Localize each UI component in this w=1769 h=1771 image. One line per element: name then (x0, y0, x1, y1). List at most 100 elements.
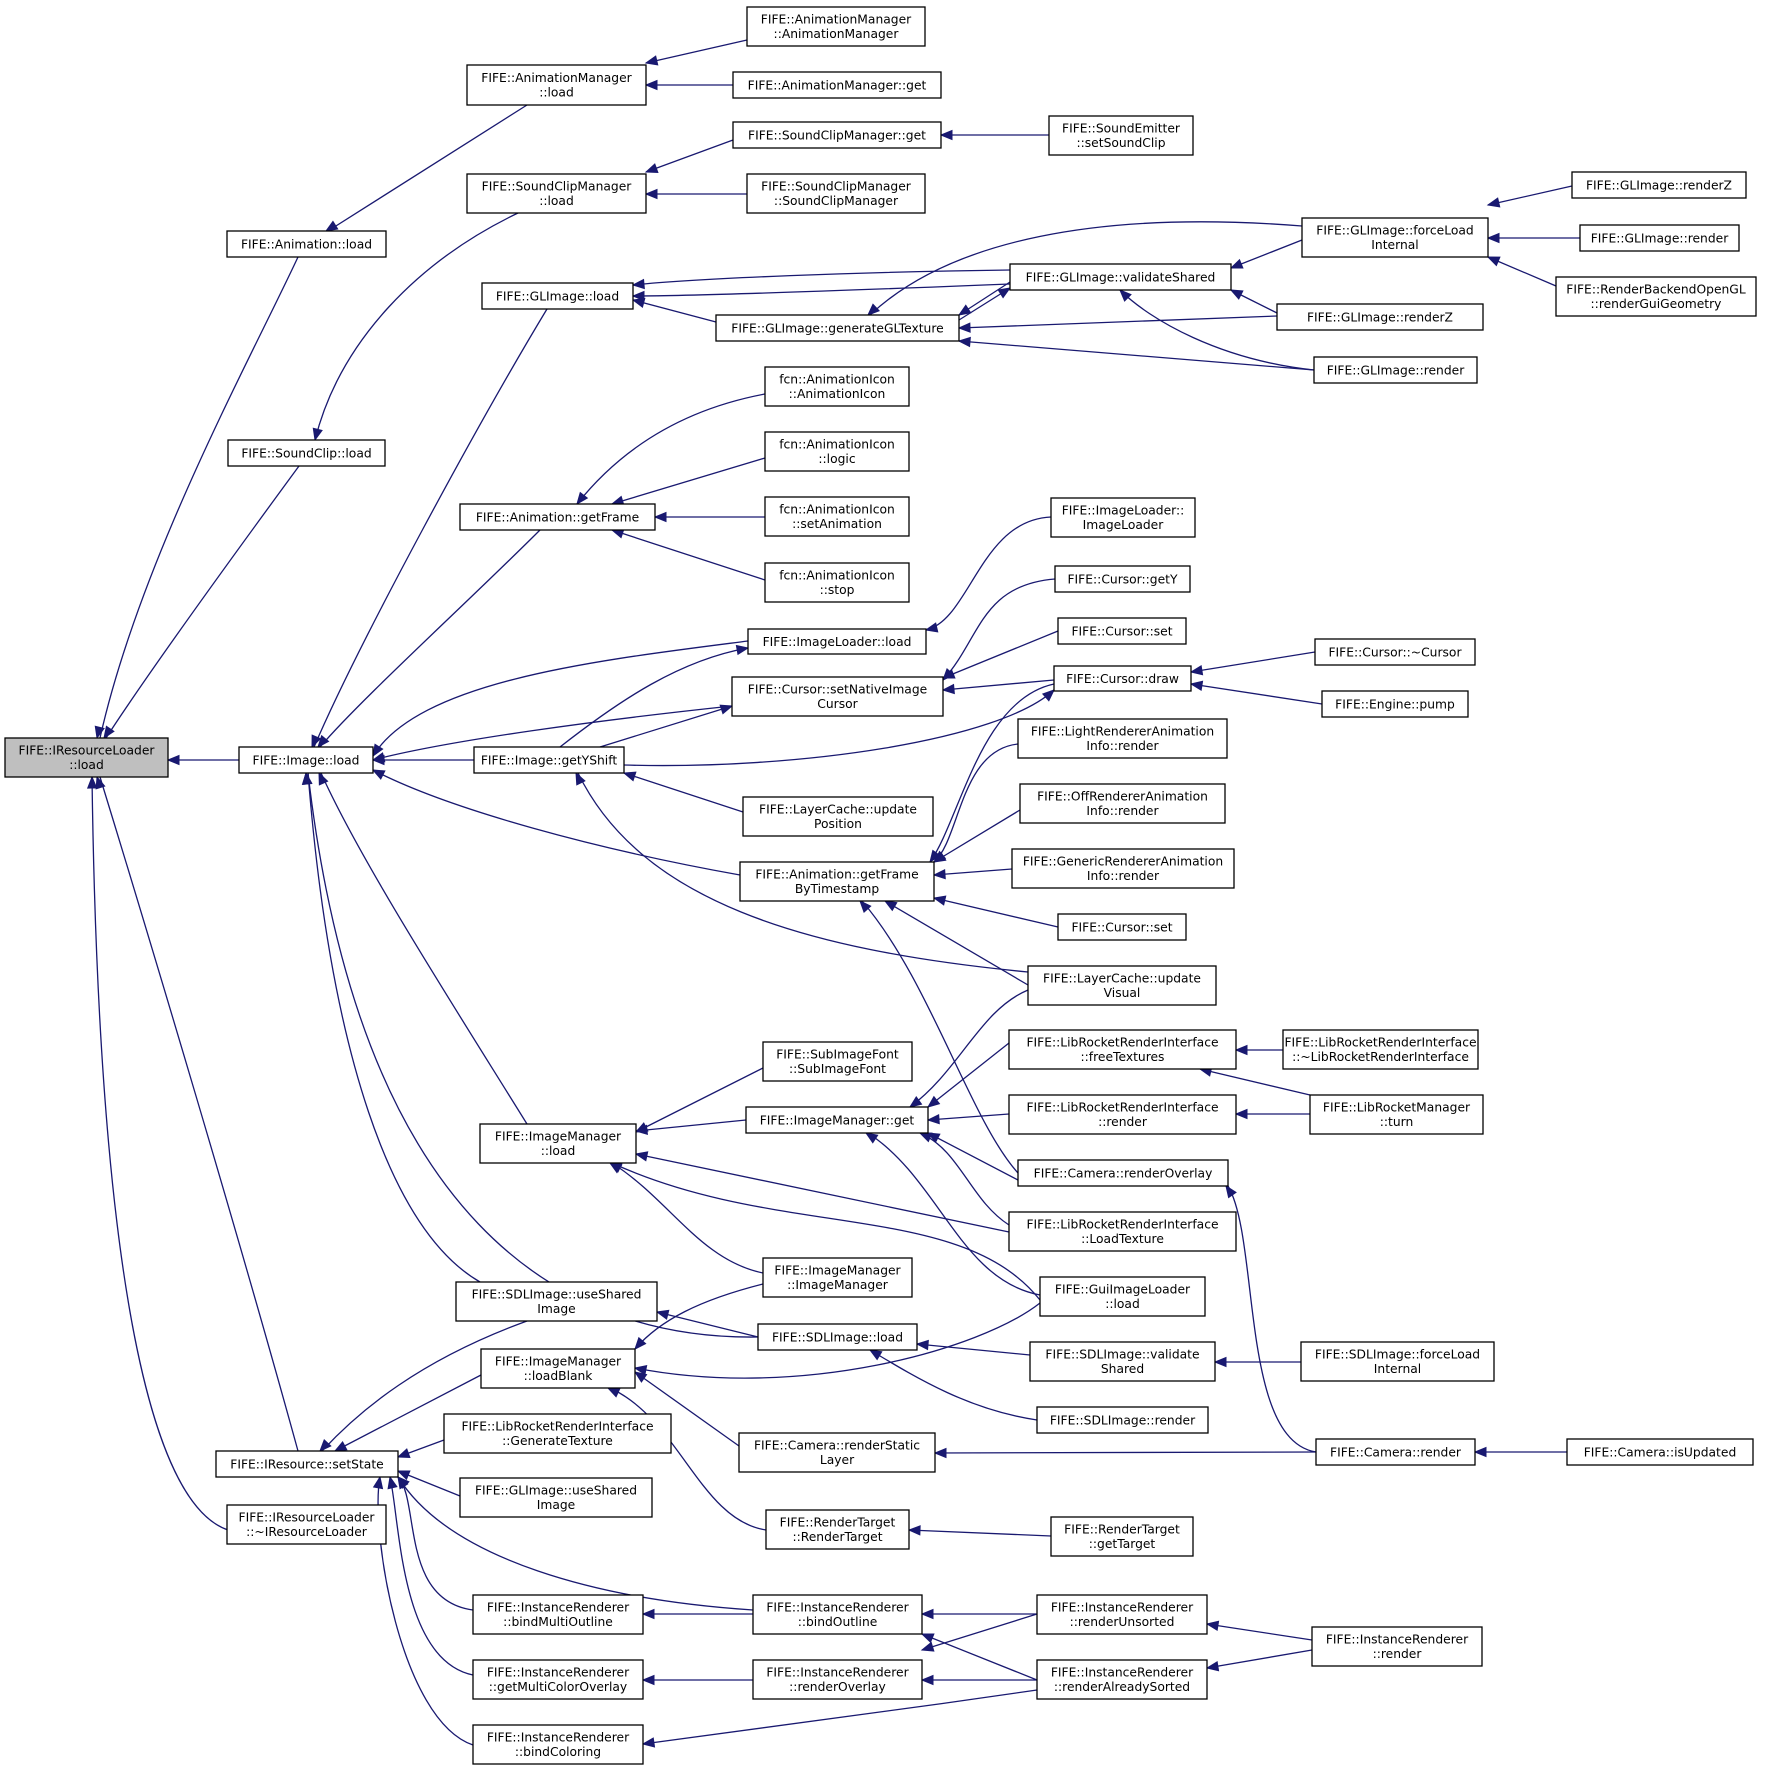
function-node[interactable]: FIFE::RenderBackendOpenGL::renderGuiGeom… (1555, 276, 1757, 317)
function-node[interactable]: FIFE::SDLImage::render (1036, 1406, 1209, 1434)
edge-n12-to-n11 (631, 297, 717, 323)
function-node[interactable]: FIFE::ImageManager::get (745, 1106, 929, 1134)
function-node[interactable]: FIFE::SoundClipManager::get (732, 121, 942, 149)
function-node[interactable]: fcn::AnimationIcon::stop (764, 562, 910, 603)
function-node[interactable]: FIFE::Animation::getFrame (459, 503, 656, 531)
arrowhead (94, 725, 105, 740)
function-node[interactable]: FIFE::AnimationManager::get (732, 71, 942, 99)
function-node[interactable]: FIFE::Cursor::getY (1054, 565, 1191, 593)
node-box (443, 1413, 672, 1454)
function-node[interactable]: FIFE::Image::getYShift (473, 746, 625, 774)
function-node[interactable]: FIFE::SoundEmitter::setSoundClip (1048, 115, 1194, 156)
function-node[interactable]: FIFE::InstanceRenderer::renderUnsorted (1036, 1594, 1208, 1635)
node-label: ::AnimationIcon (789, 387, 886, 401)
function-node[interactable]: FIFE::Animation::load (226, 230, 387, 258)
function-node[interactable]: FIFE::ImageManager::loadBlank (480, 1348, 636, 1389)
function-node[interactable]: FIFE::AnimationManager::load (466, 64, 647, 106)
function-node[interactable]: FIFE::Camera::renderOverlay (1017, 1159, 1229, 1187)
function-node[interactable]: FIFE::SoundClipManager::SoundClipManager (746, 173, 926, 214)
function-node[interactable]: FIFE::Engine::pump (1321, 690, 1469, 718)
function-node[interactable]: FIFE::ImageManager::load (479, 1123, 637, 1164)
function-node[interactable]: fcn::AnimationIcon::logic (764, 431, 910, 472)
function-node[interactable]: FIFE::IResourceLoader::~IResourceLoader (226, 1504, 387, 1545)
arrowhead (641, 1674, 655, 1686)
node-box (764, 431, 910, 472)
function-node[interactable]: fcn::AnimationIcon::AnimationIcon (764, 366, 910, 407)
function-node[interactable]: fcn::AnimationIcon::setAnimation (764, 496, 910, 537)
function-node[interactable]: FIFE::RenderTarget::getTarget (1050, 1516, 1194, 1557)
arrowhead (859, 900, 872, 914)
node-label: fcn::AnimationIcon (779, 569, 895, 583)
edge-n49-to-n41 (634, 1151, 1010, 1233)
function-node[interactable]: FIFE::GLImage::validateShared (1009, 263, 1232, 291)
node-box (1053, 665, 1192, 692)
function-node[interactable]: FIFE::InstanceRenderer::renderOverlay (752, 1659, 923, 1700)
function-node[interactable]: FIFE::Cursor::~Cursor (1314, 638, 1476, 666)
edge-n25-to-n10 (372, 640, 749, 758)
function-node[interactable]: FIFE::Cursor::set (1057, 617, 1187, 645)
function-node[interactable]: FIFE::Camera::isUpdated (1566, 1438, 1754, 1466)
function-node[interactable]: FIFE::LibRocketManager::turn (1309, 1094, 1484, 1135)
root-function-node[interactable]: FIFE::IResourceLoader::load (4, 737, 169, 778)
edge-n68-to-n67 (641, 1608, 753, 1620)
node-box (1300, 1341, 1495, 1382)
function-node[interactable]: FIFE::AnimationManager::AnimationManager (746, 6, 926, 47)
function-node[interactable]: FIFE::Camera::render (1315, 1438, 1476, 1466)
function-node[interactable]: FIFE::IResource::setState (215, 1450, 399, 1478)
function-node[interactable]: FIFE::RenderTarget::RenderTarget (765, 1509, 910, 1550)
function-node[interactable]: FIFE::LibRocketRenderInterface::~LibRock… (1282, 1029, 1479, 1070)
edge-n61-to-n60 (933, 1447, 1317, 1459)
function-node[interactable]: FIFE::Image::load (238, 746, 374, 774)
edge-n4-to-n2 (644, 79, 733, 91)
function-node[interactable]: FIFE::ImageLoader::ImageLoader (1050, 497, 1196, 538)
function-node[interactable]: FIFE::Cursor::set (1057, 913, 1187, 941)
function-node[interactable]: FIFE::InstanceRenderer::bindColoring (472, 1724, 644, 1765)
function-node[interactable]: FIFE::SoundClipManager::load (466, 173, 647, 214)
function-node[interactable]: FIFE::GLImage::generateGLTexture (715, 314, 960, 342)
node-label: FIFE::AnimationManager::get (748, 78, 927, 92)
function-node[interactable]: FIFE::LibRocketRenderInterface::freeText… (1008, 1029, 1237, 1070)
function-node[interactable]: FIFE::GLImage::render (1313, 356, 1478, 384)
edge-n73-to-n68 (920, 1633, 1038, 1681)
function-node[interactable]: FIFE::SubImageFont::SubImageFont (762, 1041, 913, 1082)
function-node[interactable]: FIFE::ImageLoader::load (747, 628, 927, 655)
function-node[interactable]: FIFE::SDLImage::load (757, 1323, 918, 1351)
function-node[interactable]: FIFE::LibRocketRenderInterface::Generate… (443, 1413, 672, 1454)
function-node[interactable]: FIFE::InstanceRenderer::render (1311, 1626, 1483, 1667)
edge-n19-to-n13 (1119, 289, 1315, 371)
function-node[interactable]: FIFE::LibRocketRenderInterface::LoadText… (1008, 1211, 1237, 1252)
function-node[interactable]: FIFE::GLImage::renderZ (1276, 303, 1484, 331)
node-label: FIFE::Camera::renderStatic (754, 1439, 920, 1453)
function-node[interactable]: FIFE::GLImage::renderZ (1571, 171, 1747, 199)
function-node[interactable]: FIFE::LibRocketRenderInterface::render (1008, 1094, 1237, 1135)
edge-n59-to-n0 (95, 775, 299, 1452)
node-box (215, 1450, 399, 1478)
function-node[interactable]: FIFE::GLImage::render (1579, 224, 1740, 252)
function-node[interactable]: FIFE::SoundClip::load (227, 439, 386, 467)
function-node[interactable]: FIFE::InstanceRenderer::bindMultiOutline (472, 1594, 644, 1635)
function-node[interactable]: FIFE::ImageManager::ImageManager (762, 1257, 913, 1298)
function-node[interactable]: FIFE::GenericRendererAnimationInfo::rend… (1011, 848, 1235, 889)
arrowhead (1473, 1446, 1487, 1458)
arrowhead (915, 1339, 929, 1351)
function-node[interactable]: FIFE::Cursor::draw (1053, 665, 1192, 692)
function-node[interactable]: FIFE::InstanceRenderer::bindOutline (752, 1594, 923, 1635)
edge-n57-to-n53 (868, 1349, 1038, 1421)
function-node[interactable]: FIFE::InstanceRenderer::renderAlreadySor… (1036, 1659, 1208, 1700)
edge-n48-to-n35 (859, 900, 1019, 1174)
function-node[interactable]: FIFE::GLImage::load (481, 282, 634, 310)
function-node[interactable]: FIFE::InstanceRenderer::getMultiColorOve… (472, 1659, 644, 1700)
function-node[interactable]: FIFE::GuiImageLoader::load (1039, 1276, 1206, 1317)
function-node[interactable]: FIFE::SDLImage::validateShared (1029, 1341, 1216, 1382)
